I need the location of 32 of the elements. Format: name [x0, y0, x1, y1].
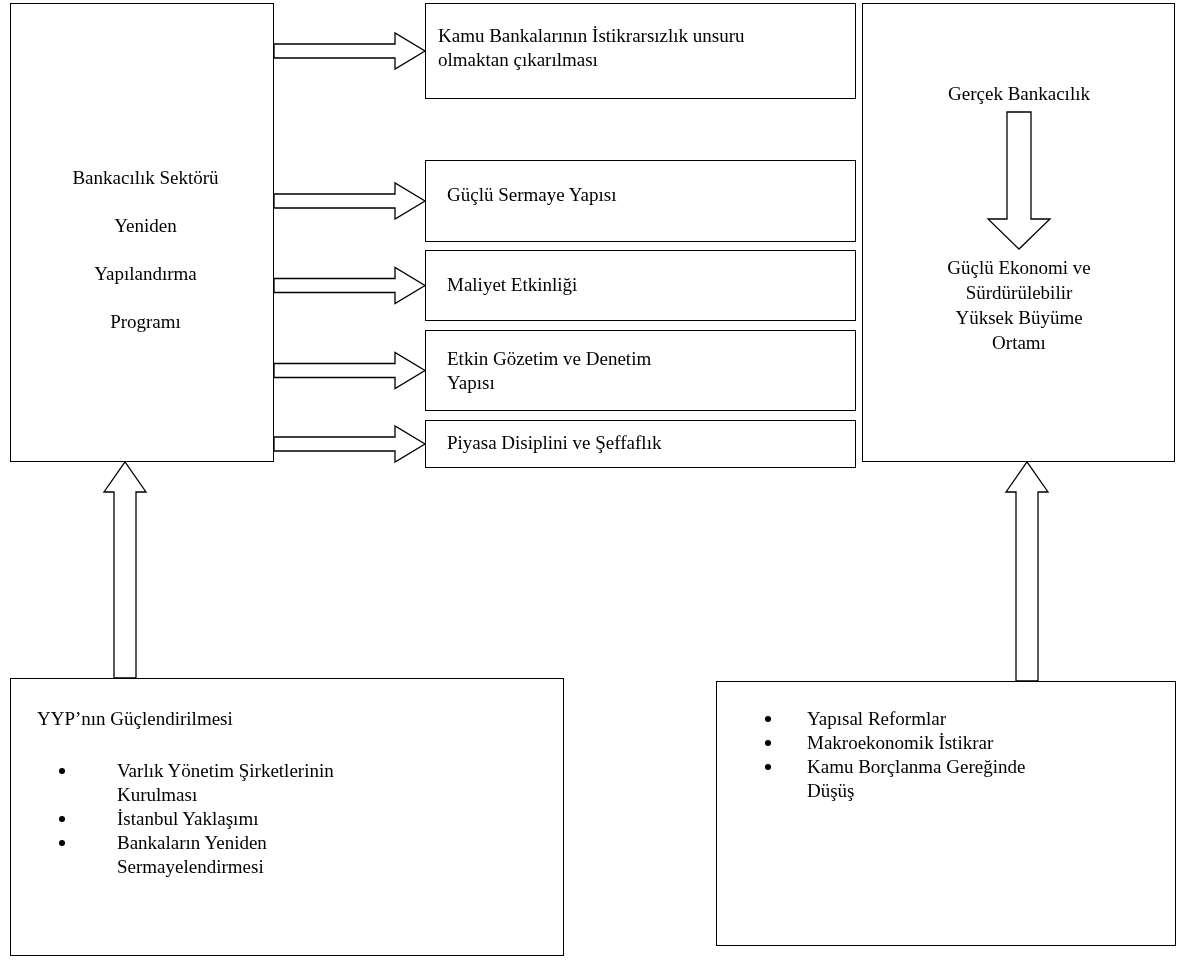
- process-box: [10, 3, 274, 462]
- process-box: [716, 681, 1176, 946]
- box-heading: YYP’nın Güçlendirilmesi: [37, 707, 234, 731]
- process-box: [10, 678, 564, 956]
- block-arrow: [273, 424, 427, 464]
- process-box: [425, 250, 856, 321]
- box-label: Etkin Gözetim ve Denetim Yapısı: [447, 347, 653, 395]
- process-box: [425, 330, 856, 411]
- list-item-text: Makroekonomik İstikrar: [807, 731, 995, 755]
- list-item-text: Yapısal Reformlar: [807, 707, 947, 731]
- process-box: [862, 3, 1175, 462]
- list-item-text: Bankaların Yeniden Sermayelendirmesi: [117, 831, 268, 879]
- box-label: Piyasa Disiplini ve Şeffaflık: [447, 431, 663, 455]
- process-box: [425, 160, 856, 242]
- block-arrow: [273, 31, 427, 71]
- box-label: Gerçek Bankacılık: [947, 82, 1091, 106]
- process-box: [425, 420, 856, 468]
- process-box: [425, 3, 856, 99]
- box-label: Güçlü Ekonomi ve Sürdürülebilir Yüksek Büyüme Ortamı: [946, 256, 1092, 355]
- block-arrow: [273, 181, 427, 221]
- block-arrow: [1004, 460, 1050, 682]
- block-arrow: [273, 266, 427, 305]
- list-item-text: Kamu Borçlanma Gereğinde Düşüş: [807, 755, 1027, 803]
- box-label: Bankacılık Sektörü Yeniden Yapılandırma Programı: [71, 166, 220, 334]
- list-item-text: İstanbul Yaklaşımı: [117, 807, 260, 831]
- box-label: Maliyet Etkinliği: [447, 273, 579, 297]
- block-arrow: [986, 111, 1052, 250]
- block-arrow: [273, 351, 427, 390]
- block-arrow: [102, 460, 148, 679]
- box-label: Güçlü Sermaye Yapısı: [447, 183, 618, 207]
- list-item-text: Varlık Yönetim Şirketlerinin Kurulması: [117, 759, 335, 807]
- box-label: Kamu Bankalarının İstikrarsızlık unsuru olmaktan çıkarılması: [438, 24, 746, 72]
